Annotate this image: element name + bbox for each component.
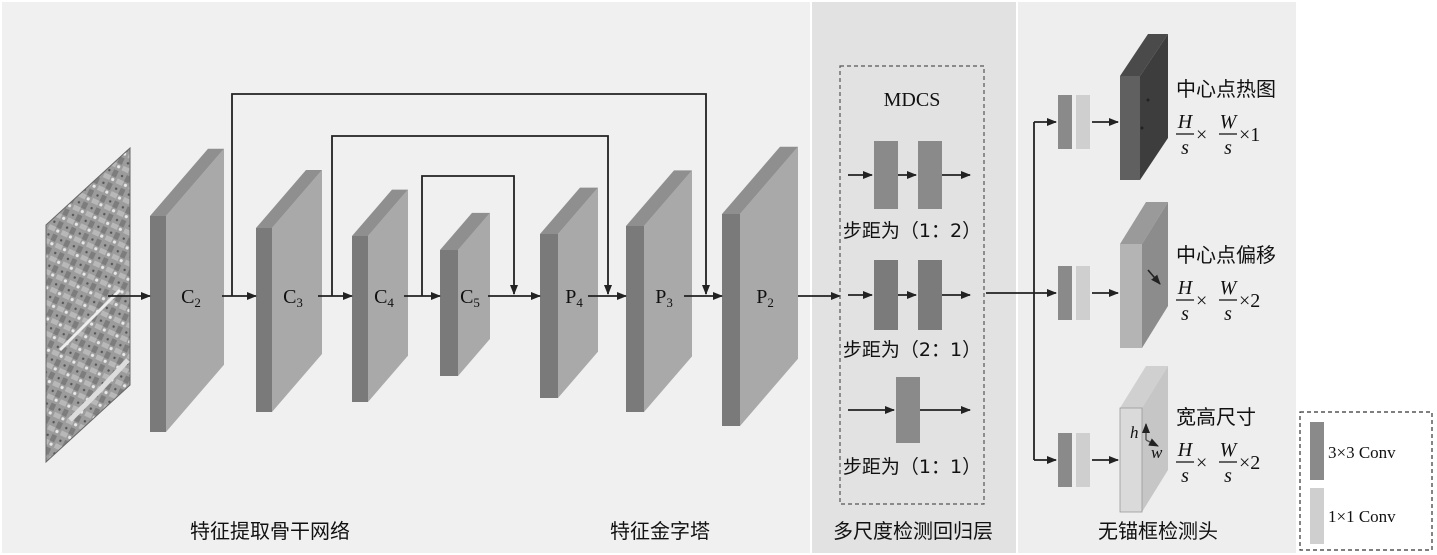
branch-2-caption: 步距为（2：1） — [843, 339, 981, 361]
layer-p4-edge — [540, 234, 558, 398]
feature-layer-c5: C5 — [440, 212, 490, 376]
layer-p4-top — [540, 187, 598, 234]
skip-c2-p2 — [231, 93, 710, 296]
feature-layer-p4: P4 — [540, 187, 598, 398]
head-output-3: 宽高尺寸 Hs × Ws ×2 — [1176, 405, 1260, 487]
mdcs-panel — [812, 2, 1016, 553]
head-output-2: 中心点偏移 Hs × Ws ×2 — [1176, 243, 1276, 325]
legend-label-1x1: 1×1 Conv — [1328, 507, 1396, 526]
branch-3-caption: 步距为（1：1） — [843, 456, 981, 478]
head-output-2-w-frac-denominator: s — [1224, 303, 1232, 325]
head-convs — [1058, 95, 1119, 487]
skip-c3-p3 — [331, 135, 612, 296]
head-2-conv1x1 — [1076, 266, 1090, 320]
size-w-arrow-icon — [1145, 438, 1159, 447]
branch-1-conv-a — [874, 141, 898, 209]
head-1-conv3x3 — [1058, 95, 1072, 149]
head-output-3-h-frac-denominator: s — [1181, 465, 1189, 487]
feature-layer-p3: P3 — [626, 170, 692, 412]
layer-c2-face — [166, 148, 224, 432]
branch-3-conv — [896, 377, 920, 443]
head-output-2-title: 中心点偏移 — [1176, 243, 1276, 267]
output-size-map: h w — [1119, 366, 1168, 513]
layer-c2-top — [150, 148, 224, 216]
pyramid-section-label: 特征金字塔 — [610, 519, 710, 543]
heatmap-peak-1 — [1146, 98, 1150, 102]
head-output-1-h-frac-denominator: s — [1181, 137, 1189, 159]
head-output-3-h-frac-numerator: H — [1177, 439, 1194, 461]
layer-c5-face — [458, 212, 490, 376]
layer-c4-edge — [352, 236, 368, 402]
head-2-conv3x3 — [1058, 266, 1072, 320]
mdcs-branch-3: 步距为（1：1） — [843, 377, 981, 478]
branch-1-conv-b — [918, 141, 942, 209]
offset-arrow-icon — [1147, 269, 1161, 285]
mdcs-branch-1: 步距为（1：2） — [843, 141, 981, 242]
head-output-2-channels: ×2 — [1239, 290, 1260, 312]
input-image — [45, 146, 131, 464]
head-output-2-h-frac-denominator: s — [1181, 303, 1189, 325]
layer-c4-top — [352, 189, 408, 236]
feature-layer-c3: C3 — [256, 170, 322, 412]
output-heatmap-map — [1120, 34, 1168, 180]
backbone-section-label: 特征提取骨干网络 — [190, 519, 350, 543]
mdcs-title: MDCS — [884, 89, 941, 111]
mdcs-dashed-box — [839, 65, 985, 505]
size-w-label: w — [1151, 443, 1163, 462]
head-output-2-h-frac-numerator: H — [1177, 277, 1194, 299]
feature-layer-p2: P2 — [722, 146, 798, 426]
layer-c5-top — [440, 212, 490, 250]
layer-c3-edge — [256, 228, 272, 412]
heatmap-peak-2 — [1140, 126, 1144, 130]
mdcs-branch-2: 步距为（2：1） — [843, 260, 981, 361]
layer-p2-top — [722, 146, 798, 214]
head-splitter — [986, 118, 1057, 464]
head-3-conv3x3 — [1058, 433, 1072, 487]
layer-p4-face — [558, 187, 598, 398]
head-output-1-channels: ×1 — [1239, 124, 1260, 146]
head-output-1: 中心点热图 Hs × Ws ×1 — [1176, 77, 1276, 159]
head-output-1-h-frac-numerator: H — [1177, 111, 1194, 133]
layer-c5-edge — [440, 250, 458, 376]
head-1-conv1x1 — [1076, 95, 1090, 149]
head-output-3-times: × — [1196, 452, 1207, 474]
output-offset-map — [1120, 202, 1168, 348]
head-output-1-title: 中心点热图 — [1176, 77, 1276, 101]
layer-c3-face — [272, 170, 322, 412]
head-output-3-channels: ×2 — [1239, 452, 1260, 474]
layer-p3-top — [626, 170, 692, 226]
branch-1-caption: 步距为（1：2） — [843, 220, 981, 242]
head-section-label: 无锚框检测头 — [1098, 519, 1218, 543]
legend-swatch-3x3 — [1310, 422, 1324, 480]
layer-p3-edge — [626, 226, 644, 412]
head-output-1-w-frac-denominator: s — [1224, 137, 1232, 159]
layer-c2-edge — [150, 216, 166, 432]
legend-label-3x3: 3×3 Conv — [1328, 443, 1396, 462]
head-output-3-title: 宽高尺寸 — [1176, 405, 1256, 429]
layer-c3-top — [256, 170, 322, 228]
layer-p2-edge — [722, 214, 740, 426]
skip-connections — [231, 93, 710, 296]
legend-swatch-1x1 — [1310, 488, 1324, 544]
head-3-conv1x1 — [1076, 433, 1090, 487]
branch-2-conv-a — [874, 260, 898, 330]
size-h-label: h — [1130, 423, 1139, 442]
head-output-1-w-frac-numerator: W — [1220, 111, 1239, 133]
head-output-3-w-frac-numerator: W — [1220, 439, 1239, 461]
feature-layer-c2: C2 — [150, 148, 224, 432]
skip-c4-p4 — [421, 175, 518, 296]
heatmap-front-face — [1120, 76, 1140, 180]
head-output-2-w-frac-numerator: W — [1220, 277, 1239, 299]
head-output-2-times: × — [1196, 290, 1207, 312]
layer-p2-face — [740, 146, 798, 426]
head-output-3-w-frac-denominator: s — [1224, 465, 1232, 487]
head-output-1-times: × — [1196, 124, 1207, 146]
feature-layer-c4: C4 — [352, 189, 408, 402]
branch-2-conv-b — [918, 260, 942, 330]
mdcs-section-label: 多尺度检测回归层 — [833, 519, 993, 543]
layer-p3-face — [644, 170, 692, 412]
layer-c4-face — [368, 189, 408, 402]
legend: 3×3 Conv 1×1 Conv — [1299, 411, 1433, 551]
